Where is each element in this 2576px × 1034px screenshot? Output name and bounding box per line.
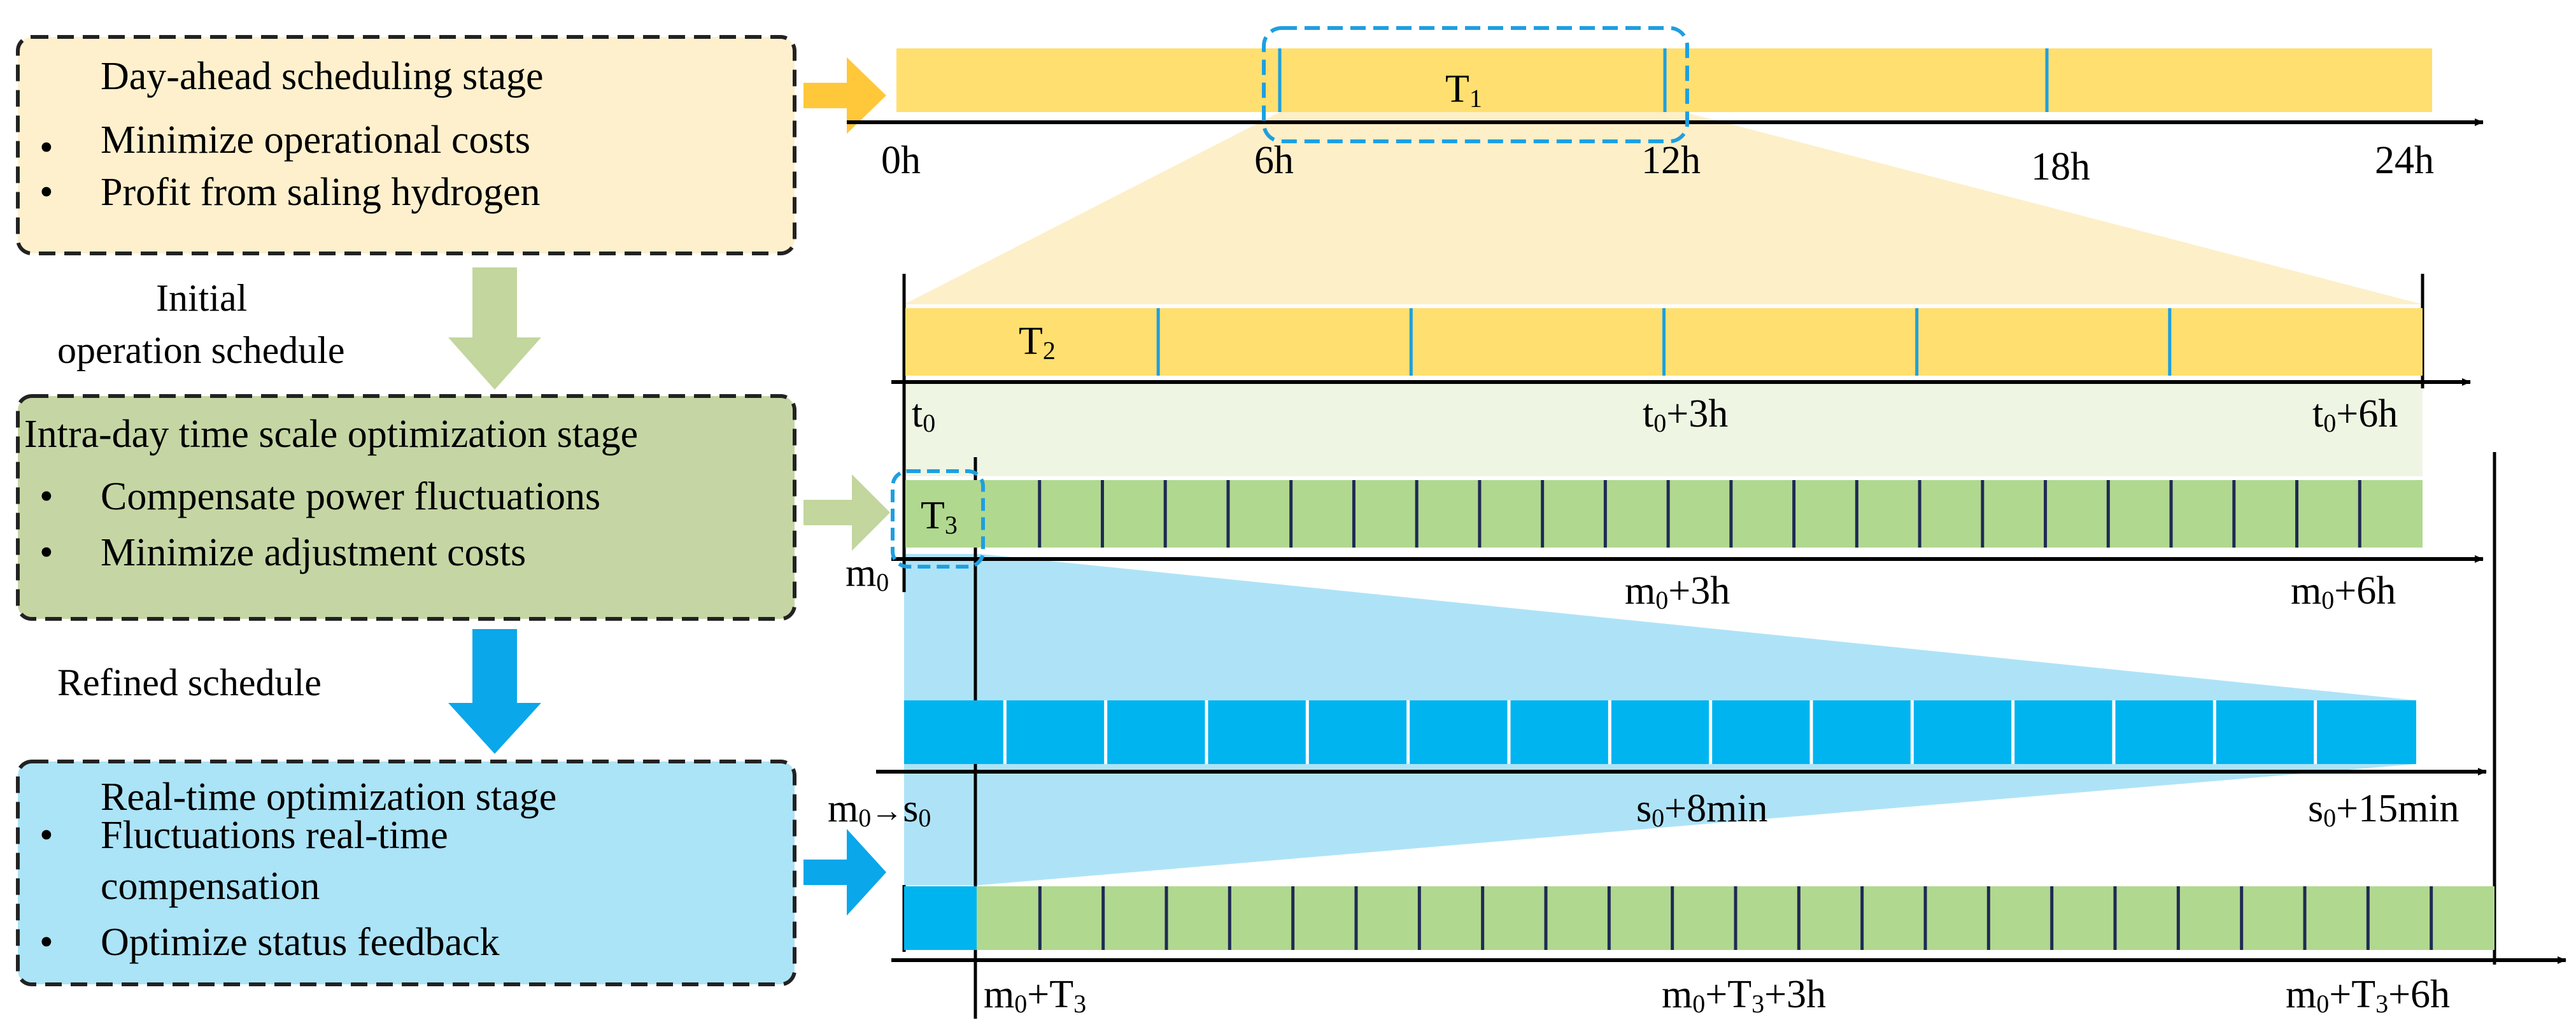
day-ahead-bullet-dot-1: • bbox=[39, 126, 53, 169]
t3-label: T3 bbox=[921, 494, 958, 539]
t1-label: T1 bbox=[1445, 67, 1482, 113]
day-ahead-bullet-1: Minimize operational costs bbox=[101, 118, 530, 162]
bottom-blue-segment bbox=[904, 886, 977, 950]
real-time-bullet-dot-1: • bbox=[39, 814, 53, 857]
tick-m0-t3-3h: m0+T3+3h bbox=[1662, 973, 1826, 1018]
real-time-bullet-2: Optimize status feedback bbox=[101, 921, 500, 964]
intra-yellow-dividers bbox=[1156, 308, 2172, 376]
tick-12h: 12h bbox=[1641, 139, 1701, 182]
initial-label-line1: Initial bbox=[156, 277, 247, 319]
tick-m0-to-s0: m0→s0 bbox=[828, 787, 931, 832]
real-time-stage-title: Real-time optimization stage bbox=[101, 776, 556, 819]
real-time-bullet-1b: compensation bbox=[101, 865, 320, 908]
day-ahead-right-arrow bbox=[803, 57, 886, 134]
intra-zoom-band bbox=[904, 382, 2423, 476]
intra-day-bullet-dot-2: • bbox=[39, 531, 53, 574]
day-ahead-bullet-dot-2: • bbox=[39, 171, 53, 214]
t3-highlight-box bbox=[891, 469, 985, 569]
tick-s0-15min: s0+15min bbox=[2308, 787, 2459, 832]
intra-green-dividers bbox=[1038, 480, 2361, 548]
tick-t0-3h: t0+3h bbox=[1643, 392, 1728, 437]
intra-green-bar bbox=[905, 480, 2423, 548]
tick-m0-6h: m0+6h bbox=[2291, 569, 2396, 614]
realtime-blue-dividers bbox=[1003, 700, 2318, 764]
realtime-blue-bar bbox=[904, 700, 2416, 764]
intra-day-stage-title: Intra-day time scale optimization stage bbox=[24, 413, 638, 456]
initial-schedule-down-arrow bbox=[448, 267, 541, 390]
tick-m0-t3-6h: m0+T3+6h bbox=[2286, 973, 2450, 1018]
refined-label: Refined schedule bbox=[57, 662, 322, 704]
tick-t0-6h: t0+6h bbox=[2312, 392, 2398, 437]
intra-day-stage-box bbox=[16, 394, 796, 621]
initial-label-line2: operation schedule bbox=[57, 329, 345, 371]
tick-t0: t0 bbox=[912, 392, 935, 437]
tick-m0-3h: m0+3h bbox=[1625, 569, 1730, 614]
tick-6h: 6h bbox=[1254, 139, 1294, 182]
tick-m0-t3: m0+T3 bbox=[984, 973, 1086, 1018]
real-time-bullet-dot-2: • bbox=[39, 921, 53, 964]
tick-0h: 0h bbox=[881, 139, 921, 182]
tick-24h: 24h bbox=[2375, 139, 2434, 182]
day-to-intra-zoom-wedge bbox=[904, 112, 2423, 304]
real-time-stage-box bbox=[16, 760, 796, 986]
day-ahead-bullet-2: Profit from saling hydrogen bbox=[101, 171, 541, 214]
tick-s0-8min: s0+8min bbox=[1636, 787, 1768, 832]
day-ahead-stage-box bbox=[16, 35, 796, 255]
t1-highlight-box bbox=[1262, 26, 1689, 143]
intra-day-bullet-2: Minimize adjustment costs bbox=[101, 531, 526, 574]
bottom-green-dividers bbox=[1038, 886, 2433, 950]
real-time-bullet-1a: Fluctuations real-time bbox=[101, 814, 448, 857]
intra-day-right-arrow bbox=[803, 474, 890, 551]
intra-day-bullet-1: Compensate power fluctuations bbox=[101, 475, 600, 518]
real-time-right-arrow bbox=[803, 829, 886, 916]
day-ahead-stage-title: Day-ahead scheduling stage bbox=[101, 55, 544, 98]
tick-18h: 18h bbox=[2031, 145, 2090, 188]
intra-day-bullet-dot-1: • bbox=[39, 475, 53, 518]
tick-m0: m0 bbox=[846, 551, 889, 597]
refined-schedule-down-arrow bbox=[448, 629, 541, 754]
t2-label: T2 bbox=[1019, 320, 1056, 365]
